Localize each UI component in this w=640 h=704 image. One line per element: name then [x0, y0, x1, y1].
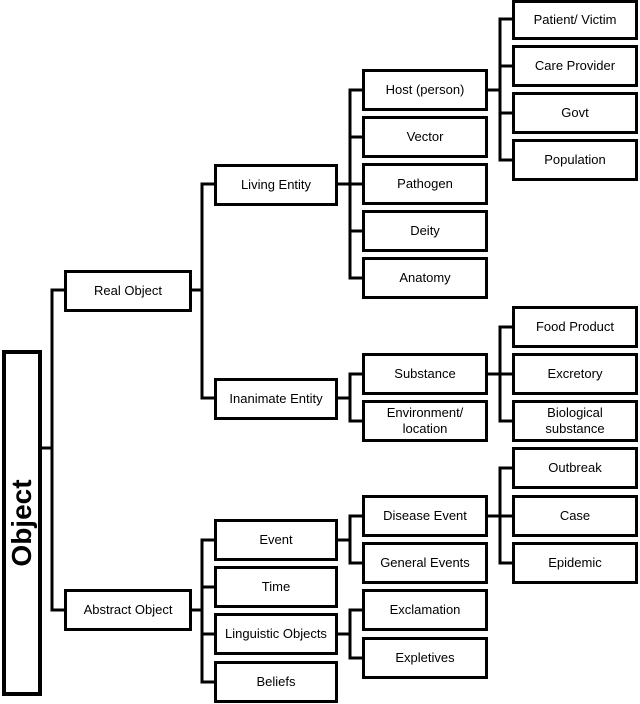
- linguistic-objects-label: Linguistic Objects: [225, 626, 327, 641]
- beliefs-node: Beliefs: [214, 661, 338, 703]
- beliefs-label: Beliefs: [256, 674, 296, 689]
- anatomy-node: Anatomy: [362, 257, 488, 299]
- real-object-node: Real Object: [64, 270, 192, 312]
- case-node: Case: [512, 495, 638, 537]
- event-node: Event: [214, 519, 338, 561]
- case-label: Case: [559, 508, 591, 523]
- vector-label: Vector: [406, 129, 444, 144]
- govt-label: Govt: [561, 105, 589, 120]
- excretory-label: Excretory: [547, 366, 603, 381]
- linguistic-objects-node: Linguistic Objects: [214, 613, 338, 655]
- vector-node: Vector: [362, 116, 488, 158]
- outbreak-label: Outbreak: [548, 460, 602, 475]
- expletives-node: Expletives: [362, 637, 488, 679]
- food-product-label: Food Product: [535, 319, 615, 334]
- deity-node: Deity: [362, 210, 488, 252]
- abstract-object-node: Abstract Object: [64, 589, 192, 631]
- expletives-label: Expletives: [395, 650, 455, 665]
- patient-victim-label: Patient/ Victim: [533, 12, 617, 27]
- outbreak-node: Outbreak: [512, 447, 638, 489]
- substance-label: Substance: [394, 366, 456, 381]
- host-node: Host (person): [362, 69, 488, 111]
- object-root-box: Object: [2, 350, 42, 696]
- govt-node: Govt: [512, 92, 638, 134]
- pathogen-label: Pathogen: [397, 176, 453, 191]
- disease-event-label: Disease Event: [383, 508, 467, 523]
- deity-label: Deity: [410, 223, 440, 238]
- exclamation-node: Exclamation: [362, 589, 488, 631]
- anatomy-label: Anatomy: [399, 270, 451, 285]
- care-provider-label: Care Provider: [534, 58, 616, 73]
- environment-location-label: Environment/ location: [386, 405, 464, 436]
- living-entity-label: Living Entity: [240, 177, 312, 192]
- patient-victim-node: Patient/ Victim: [512, 0, 638, 40]
- biological-substance-label: Biological substance: [545, 405, 605, 436]
- object-root-label: Object: [6, 479, 37, 567]
- excretory-node: Excretory: [512, 353, 638, 395]
- population-node: Population: [512, 139, 638, 181]
- abstract-object-label: Abstract Object: [83, 602, 173, 617]
- time-label: Time: [261, 579, 291, 594]
- host-label: Host (person): [385, 82, 465, 97]
- inanimate-entity-label: Inanimate Entity: [229, 391, 323, 406]
- population-label: Population: [544, 152, 606, 167]
- food-product-node: Food Product: [512, 306, 638, 348]
- biological-substance-node: Biological substance: [512, 400, 638, 442]
- inanimate-entity-node: Inanimate Entity: [214, 378, 338, 420]
- environment-location-node: Environment/ location: [362, 400, 488, 442]
- care-provider-node: Care Provider: [512, 45, 638, 87]
- exclamation-label: Exclamation: [389, 602, 461, 617]
- disease-event-node: Disease Event: [362, 495, 488, 537]
- event-label: Event: [259, 532, 293, 547]
- general-events-label: General Events: [380, 555, 470, 570]
- time-node: Time: [214, 566, 338, 608]
- pathogen-node: Pathogen: [362, 163, 488, 205]
- general-events-node: General Events: [362, 542, 488, 584]
- epidemic-label: Epidemic: [548, 555, 602, 570]
- substance-node: Substance: [362, 353, 488, 395]
- living-entity-node: Living Entity: [214, 164, 338, 206]
- real-object-label: Real Object: [94, 283, 162, 298]
- epidemic-node: Epidemic: [512, 542, 638, 584]
